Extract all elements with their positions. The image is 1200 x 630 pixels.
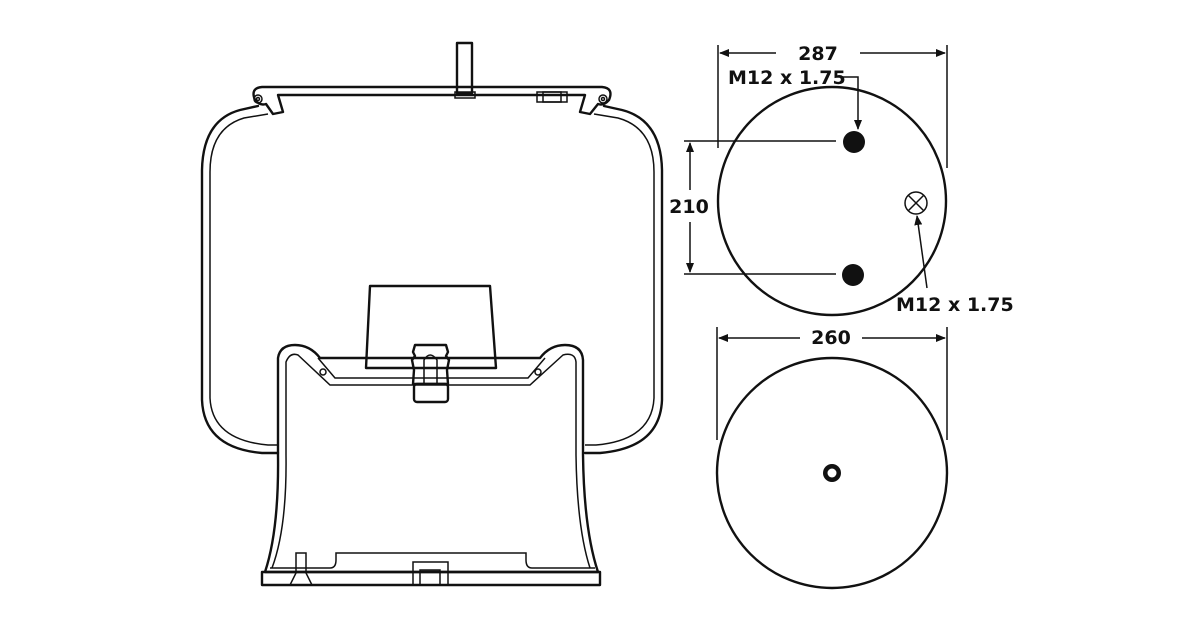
- top-bead-plate: [252, 85, 612, 116]
- stud-hole-upper: [843, 131, 865, 153]
- bottom-view: 260: [715, 327, 949, 590]
- bottom-plate-outline: [715, 356, 949, 590]
- dimension-287: 287: [798, 43, 838, 65]
- bottom-plate: [260, 570, 602, 587]
- stud-thread-label: M12 x 1.75: [728, 67, 846, 89]
- top-stud: [455, 41, 474, 95]
- side-view: [200, 41, 664, 587]
- stud-hole-lower: [842, 264, 864, 286]
- bumper: [364, 284, 498, 370]
- dimension-210: 210: [669, 196, 709, 218]
- bumper-bolt: [410, 343, 451, 386]
- bellows: [200, 104, 664, 455]
- top-view: 287 M12 x 1.75 210 M12 x 1.75: [669, 43, 1014, 317]
- piston: [263, 343, 600, 574]
- dimension-260: 260: [811, 327, 851, 349]
- air-fitting-label: M12 x 1.75: [896, 294, 1014, 316]
- top-plate-outline: [716, 85, 948, 317]
- air-fitting-icon: [904, 191, 928, 215]
